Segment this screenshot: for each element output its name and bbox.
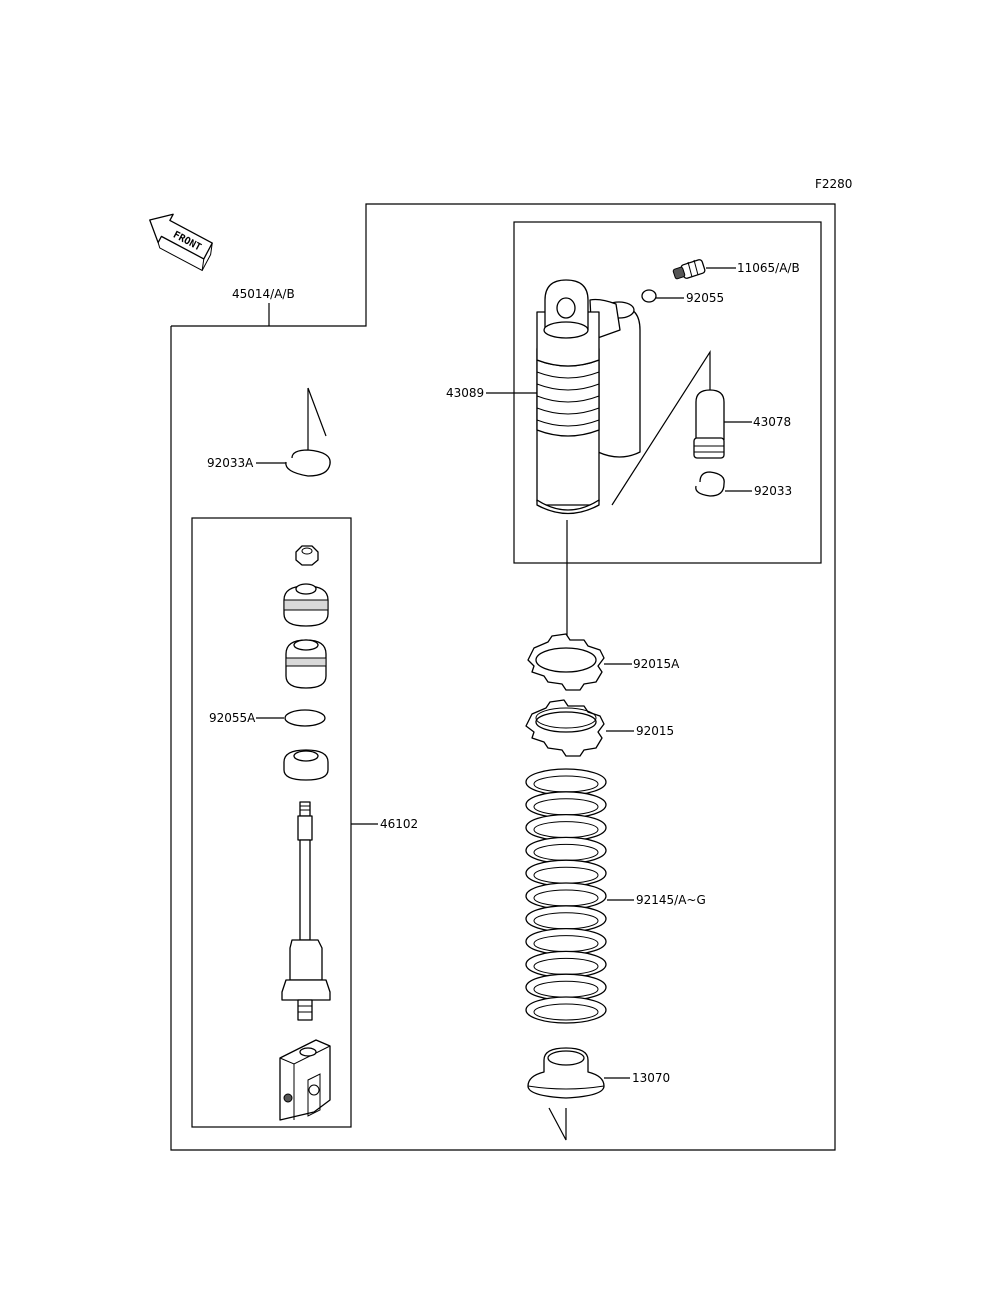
- bushing-part: [283, 583, 329, 627]
- shock-body-part: [536, 279, 641, 515]
- label-92055A: 92055A: [209, 711, 256, 725]
- figure-code: F2280: [815, 177, 852, 191]
- spring-coil: [525, 927, 607, 956]
- label-43078: 43078: [753, 415, 791, 429]
- label-11065: 11065/A/B: [737, 261, 800, 275]
- label-43089: 43089: [446, 386, 484, 400]
- spring-coil: [525, 950, 607, 979]
- label-92015A: 92015A: [633, 657, 680, 671]
- circlip-a-part: [285, 449, 331, 477]
- label-92145: 92145/A~G: [636, 893, 706, 907]
- rod-assembly-box: [191, 517, 352, 1128]
- spring-coil: [525, 859, 607, 887]
- spring-coil: [525, 836, 607, 865]
- nut-part: [295, 545, 319, 566]
- piston-rod-part: [281, 801, 331, 1021]
- spring-coil-inner: [533, 1003, 599, 1021]
- spring-coil: [525, 905, 607, 933]
- bladder-part: [693, 389, 725, 459]
- spring-coil: [525, 813, 607, 842]
- lock-nut-part: [527, 633, 605, 691]
- label-92033: 92033: [754, 484, 792, 498]
- label-46102: 46102: [380, 817, 418, 831]
- adjuster-nut-part: [525, 699, 605, 757]
- seal-part: [283, 749, 329, 781]
- o-ring-a-part: [284, 709, 326, 727]
- valve-part: [672, 259, 706, 280]
- spring-coil: [525, 996, 607, 1024]
- label-45014: 45014/A/B: [232, 287, 295, 301]
- spring-coil: [525, 768, 607, 796]
- spring-coil: [525, 791, 607, 819]
- clevis-part: [279, 1039, 331, 1121]
- spring-part: [525, 768, 607, 1024]
- assembly-border: [170, 203, 836, 1151]
- spring-seat-part: [527, 1047, 605, 1099]
- label-92055: 92055: [686, 291, 724, 305]
- o-ring-part: [641, 289, 657, 303]
- circlip-part: [695, 471, 725, 497]
- front-arrow-icon: FRONT: [149, 213, 213, 272]
- spring-coil: [525, 882, 607, 910]
- label-92015: 92015: [636, 724, 674, 738]
- spring-coil: [525, 973, 607, 1001]
- label-92033A: 92033A: [207, 456, 254, 470]
- bushing-lower-part: [285, 639, 327, 689]
- label-13070: 13070: [632, 1071, 670, 1085]
